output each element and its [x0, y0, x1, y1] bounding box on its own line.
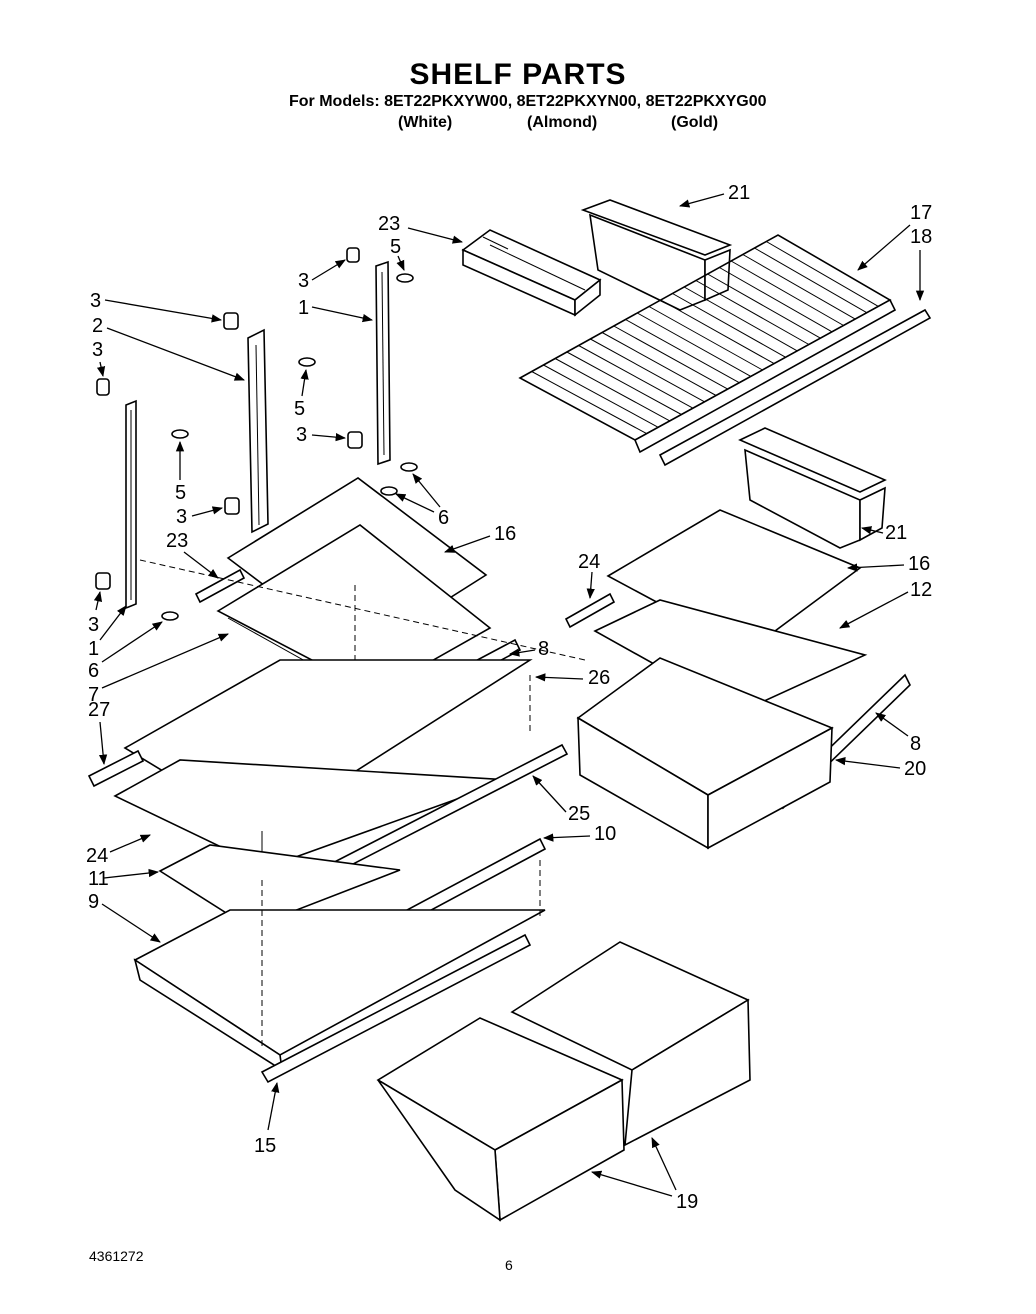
callout-15: 15	[254, 1081, 280, 1157]
callout-label: 3	[88, 614, 99, 636]
callout-label: 24	[578, 551, 600, 573]
models-line: For Models: 8ET22PKXYW00, 8ET22PKXYN00, …	[289, 93, 767, 110]
callout-label: 18	[910, 226, 932, 248]
callout-label: 9	[88, 891, 99, 913]
callout-label: 23	[166, 530, 188, 552]
callout-3-e: 3	[176, 506, 224, 528]
callout-9: 9	[88, 891, 161, 943]
callout-label: 8	[910, 733, 921, 755]
meat-drawer	[576, 657, 834, 850]
wire-shelf-trim	[658, 308, 932, 467]
callout-23-right: 24	[578, 551, 600, 600]
color-white: (White)	[398, 114, 453, 131]
callout-label: 10	[594, 823, 616, 845]
rail-right	[375, 260, 391, 466]
callout-21-top: 21	[678, 182, 750, 208]
callout-label: 23	[378, 213, 400, 235]
callout-16-right: 16	[846, 553, 930, 575]
screw-parts	[161, 273, 418, 621]
callout-24-c: 24	[86, 845, 108, 867]
color-almond: (Almond)	[527, 114, 598, 131]
callout-label: 6	[438, 507, 449, 529]
right-shelf	[564, 509, 911, 810]
callout-7: 7	[88, 633, 229, 706]
callout-label: 21	[885, 522, 907, 544]
callout-18: 18	[910, 226, 932, 302]
callout-3-f: 3	[88, 590, 103, 636]
callout-label: 16	[494, 523, 516, 545]
callout-label: 5	[294, 398, 305, 420]
callout-label: 1	[88, 638, 99, 660]
callout-1-left: 1	[88, 605, 127, 660]
callout-label: 2	[92, 315, 103, 337]
callout-1-top: 1	[298, 297, 374, 323]
callout-6-right: 6	[395, 473, 449, 529]
callout-label: 5	[175, 482, 186, 504]
rail-middle	[247, 328, 269, 534]
callout-label: 1	[298, 297, 309, 319]
callout-label: 3	[176, 506, 187, 528]
bottom-tray	[133, 860, 546, 1084]
callout-5-mid: 5	[294, 368, 309, 420]
callout-label: 11	[88, 868, 109, 890]
callout-20: 20	[834, 757, 926, 780]
callout-label: 19	[676, 1191, 698, 1213]
callout-label: 25	[568, 803, 590, 825]
callout-17: 17	[857, 202, 932, 271]
callout-3-b: 3	[90, 290, 223, 323]
callout-label: 3	[298, 270, 309, 292]
callout-19: 19	[591, 1137, 698, 1213]
callout-3-d: 3	[296, 424, 347, 446]
callout-label: 24	[86, 845, 108, 867]
callout-label: 27	[88, 699, 110, 721]
callout-16-left: 16	[444, 523, 516, 553]
callout-label: 7	[88, 684, 99, 706]
callout-23-left: 23	[166, 530, 219, 579]
rail-left	[125, 399, 137, 610]
callout-label: 15	[254, 1135, 276, 1157]
callout-label: 6	[88, 660, 99, 682]
door-bin-top	[580, 199, 733, 311]
callout-label: 16	[908, 553, 930, 575]
callout-2: 2	[92, 315, 245, 381]
callout-21-mid: 21	[860, 522, 907, 544]
callout-3-c: 3	[92, 339, 106, 378]
callout-8-mid: 8	[508, 638, 549, 660]
clip-parts	[95, 247, 363, 590]
callout-label: 17	[910, 202, 932, 224]
wire-shelf	[518, 234, 897, 454]
callout-6-left: 6	[88, 621, 163, 682]
callout-label: 20	[904, 758, 926, 780]
callout-27: 27	[88, 699, 110, 766]
callout-8-right: 8	[875, 712, 921, 755]
document-number: 4361272	[89, 1248, 144, 1264]
crisper-drawer-left	[376, 1017, 625, 1222]
callout-label: 8	[538, 638, 549, 660]
page-title: SHELF PARTS	[409, 58, 627, 91]
callout-group: 21 23 5 17 18 3 1 3 2 3 5 3 5 6 3 16 23 …	[86, 182, 932, 1213]
callout-10: 10	[542, 823, 616, 845]
callout-26: 26	[534, 667, 610, 689]
callout-25: 25	[532, 775, 590, 825]
crisper-drawer-right	[510, 941, 751, 1147]
callout-3-a: 3	[298, 259, 346, 292]
ice-tray	[461, 229, 602, 317]
callout-label: 3	[92, 339, 103, 361]
callout-11: 11	[88, 868, 160, 890]
callout-label: 5	[390, 236, 401, 258]
callout-12: 12	[839, 579, 932, 629]
door-bin-middle	[738, 427, 887, 549]
callout-label: 3	[90, 290, 101, 312]
callout-label: 3	[296, 424, 307, 446]
callout-label: 12	[910, 579, 932, 601]
callout-5-left: 5	[175, 440, 186, 504]
callout-5-top: 5	[390, 236, 405, 271]
callout-22: 23	[378, 213, 464, 244]
page-number: 6	[505, 1257, 513, 1273]
color-gold: (Gold)	[671, 114, 719, 131]
callout-label: 26	[588, 667, 610, 689]
callout-label: 21	[728, 182, 750, 204]
